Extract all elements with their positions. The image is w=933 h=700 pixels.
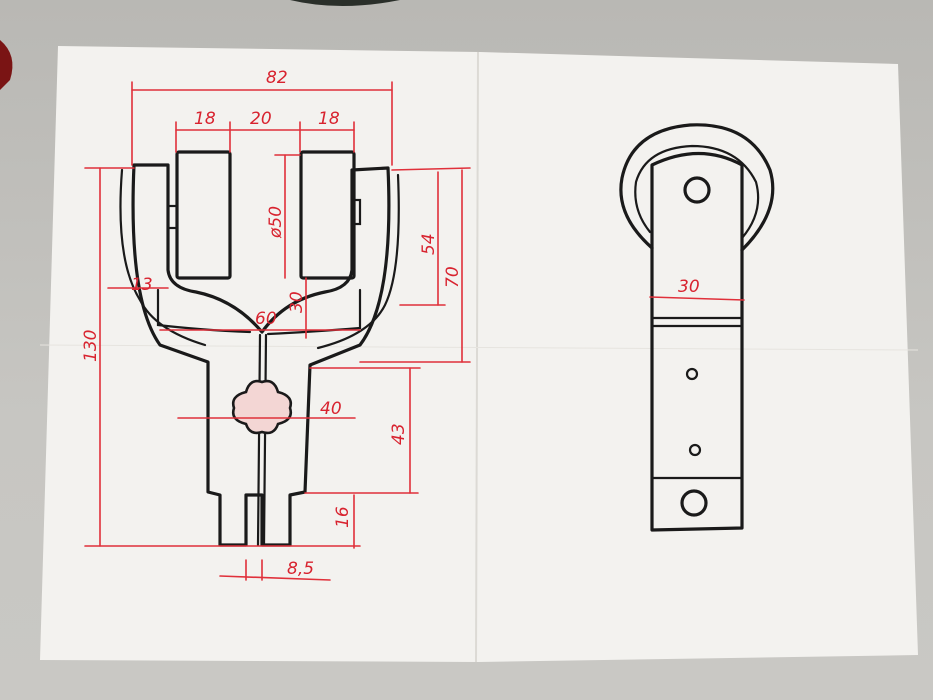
center-split-line xyxy=(256,333,262,547)
dim-plate-width: 30 xyxy=(678,277,700,297)
dim-body-width: 40 xyxy=(320,399,342,419)
dim-stem-height: 16 xyxy=(333,506,353,528)
dim-right-gap: 18 xyxy=(318,109,340,129)
front-view-dimension-lines xyxy=(84,81,471,581)
background-red-object xyxy=(0,40,13,90)
side-view-drawing xyxy=(619,123,775,532)
dim-wall-thickness: 13 xyxy=(131,275,153,295)
fork-inner-right xyxy=(316,173,400,350)
dim-center-gap: 20 xyxy=(250,109,272,129)
paper-sheet xyxy=(39,46,919,663)
dim-bearing-dia: ø50 xyxy=(266,206,286,239)
side-plate xyxy=(650,151,744,532)
dim-inner-width: 60 xyxy=(255,309,277,329)
fork-outer-outline xyxy=(131,163,391,547)
dim-slot-depth: 54 xyxy=(419,233,439,255)
fork-throat-left xyxy=(156,288,252,334)
side-middle-hole-2 xyxy=(688,443,702,457)
side-roller-outline xyxy=(619,123,775,252)
dim-fork-depth: 70 xyxy=(443,266,463,288)
center-split-line-2 xyxy=(262,333,268,547)
dim-left-gap: 18 xyxy=(194,109,216,129)
background-dark-object xyxy=(290,0,400,6)
dim-slot-width: 8,5 xyxy=(287,559,314,579)
dim-roller-offset: 30 xyxy=(287,291,307,313)
left-axle-stub xyxy=(166,204,179,230)
front-view-drawing xyxy=(119,150,400,547)
dim-overall-width: 82 xyxy=(266,68,288,88)
side-bottom-hole xyxy=(680,489,708,517)
dim-overall-height: 130 xyxy=(81,330,101,362)
side-top-hole xyxy=(683,176,711,204)
side-roller-inner xyxy=(634,144,760,240)
right-axle-stub xyxy=(352,198,362,226)
dim-body-height: 43 xyxy=(389,423,409,445)
fork-throat-right xyxy=(266,288,362,336)
side-middle-hole-1 xyxy=(685,367,699,381)
clover-bolt-hole xyxy=(231,379,293,435)
front-view-dimension-labels: 82 18 20 18 ø50 54 70 13 30 60 130 40 43… xyxy=(81,68,463,579)
fork-inner-left xyxy=(119,168,207,347)
side-view-dimension-lines xyxy=(649,296,745,301)
